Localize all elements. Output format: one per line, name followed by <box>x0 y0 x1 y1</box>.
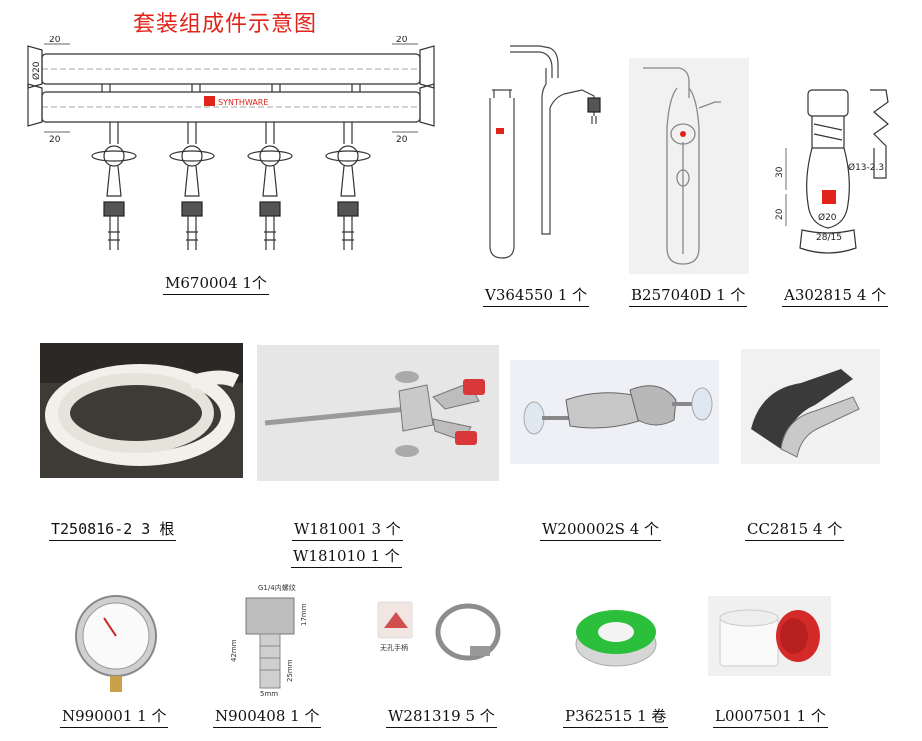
pressure-gauge-photo <box>68 594 164 698</box>
tubing-photo <box>40 343 243 478</box>
adapter-drawing: 30 20 Ø13-2.3 Ø20 28/15 <box>764 78 914 278</box>
dim-dia: Ø20 <box>31 61 42 80</box>
label-t250816: T250816-2 3 根 <box>49 518 177 541</box>
label-w200002s: W200002S 4 个 <box>540 518 662 541</box>
dim-20: 20 <box>775 208 785 220</box>
grease-jar-photo <box>708 596 831 676</box>
dim-bottom-left: 20 <box>49 135 61 145</box>
dim-13: Ø13-2.3 <box>848 162 884 173</box>
label-n900408: N900408 1 个 <box>213 705 322 728</box>
joint-clip-photo <box>741 349 880 464</box>
dim-25mm: 25mm <box>286 659 294 682</box>
label-v364550: V364550 1 个 <box>483 284 590 307</box>
dim-30: 30 <box>775 166 785 178</box>
clamp-caption: 无孔手柄 <box>380 643 408 652</box>
dim-top-right: 20 <box>396 36 408 45</box>
label-m670004: M670004 1个 <box>163 272 269 295</box>
brand-logo-icon <box>204 96 215 106</box>
dim-5mm: 5mm <box>260 690 278 698</box>
page-title: 套装组成件示意图 <box>133 12 318 37</box>
hose-clamp-photo: 无孔手柄 <box>374 598 516 668</box>
bubbler-photo <box>629 58 749 274</box>
label-p362515: P362515 1 卷 <box>563 705 669 728</box>
label-w281319: W281319 5 个 <box>386 705 497 728</box>
dim-dia20: Ø20 <box>818 212 837 223</box>
gauge-thread-text: G1/4内螺纹 <box>258 583 296 592</box>
dim-joint: 28/15 <box>816 233 842 243</box>
label-l0007501: L0007501 1 个 <box>713 705 828 728</box>
label-w181010: W181010 1 个 <box>291 545 402 568</box>
ptfe-tape-photo <box>566 600 664 670</box>
brand-text: SYNTHWARE <box>218 98 268 107</box>
cold-trap-drawing <box>482 38 612 283</box>
dim-17mm: 17mm <box>300 603 308 626</box>
label-a302815: A302815 4 个 <box>782 284 889 307</box>
label-n990001: N990001 1 个 <box>60 705 169 728</box>
hose-barb-photo: G1/4内螺纹 42mm 17mm 25mm 5mm <box>220 582 312 698</box>
label-w181001: W181001 3 个 <box>292 518 403 541</box>
label-b257040d: B257040D 1 个 <box>629 284 748 307</box>
bosshead-photo <box>510 360 719 464</box>
dim-top-left: 20 <box>49 36 61 45</box>
dim-bottom-right: 20 <box>396 135 408 145</box>
dim-42mm: 42mm <box>230 639 238 662</box>
clamp-photo <box>257 345 499 481</box>
manifold-drawing: 20 20 20 20 Ø20 SYNTHWARE <box>22 36 442 266</box>
label-cc2815: CC2815 4 个 <box>745 518 845 541</box>
